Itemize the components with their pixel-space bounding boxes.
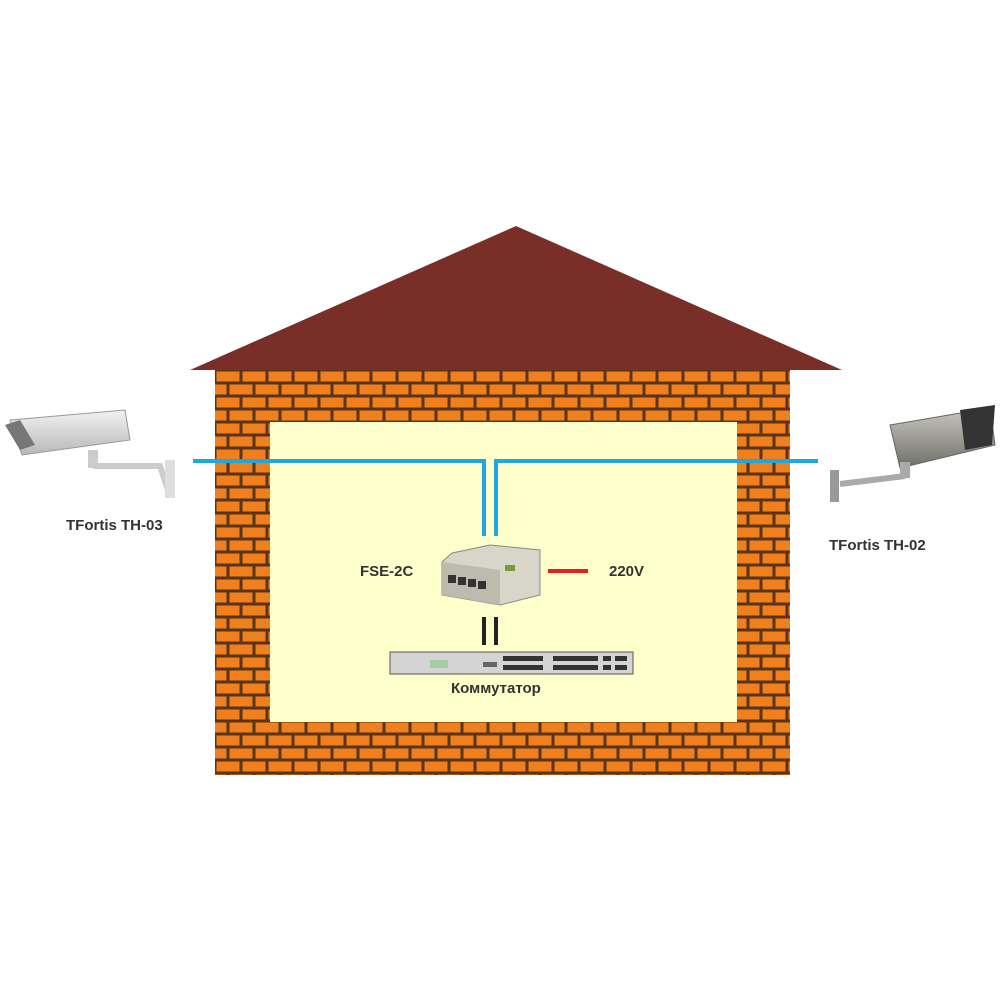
- injector-device-icon: [441, 544, 541, 606]
- switch-label: Коммутатор: [451, 680, 541, 697]
- camera-right-label: TFortis TH-02: [829, 537, 926, 554]
- network-switch-icon: [389, 651, 634, 675]
- camera-left-label: TFortis TH-03: [66, 517, 163, 534]
- injector-label: FSE-2C: [360, 563, 414, 580]
- ethernet-cables: [193, 459, 818, 536]
- camera-right-icon: [830, 405, 996, 502]
- power-label: 220V: [609, 563, 645, 580]
- roof: [190, 226, 842, 370]
- camera-left-icon: [5, 409, 175, 498]
- uplink-cable: [482, 617, 498, 645]
